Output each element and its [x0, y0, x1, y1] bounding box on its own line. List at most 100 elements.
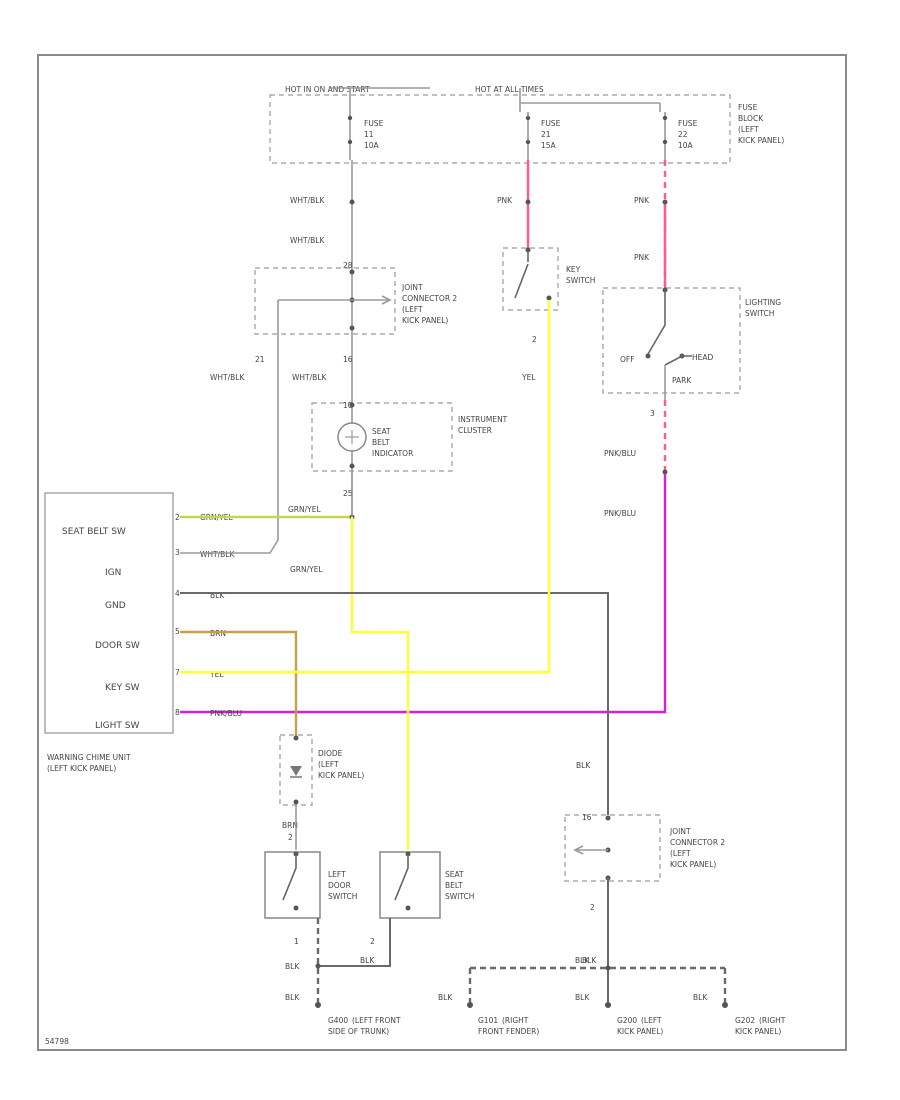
wire-label-brn: BRN [282, 821, 298, 830]
indicator-label-2: BELT [372, 438, 390, 447]
ground-g200-label-3: KICK PANEL) [617, 1027, 663, 1036]
footer-code: 54798 [45, 1037, 69, 1046]
light-sw-head: HEAD [692, 353, 714, 362]
wire-pin-16: 16 [343, 355, 353, 364]
wire-label-wht-blk-4: WHT/BLK [292, 373, 327, 382]
jc-upper-label-1: JOINT [401, 283, 423, 292]
chime-term-ign: IGN [105, 568, 121, 578]
diode-label-3: KICK PANEL) [318, 771, 364, 780]
jc-upper-label-4: KICK PANEL) [402, 316, 448, 325]
wire-label-wht-blk-2: WHT/BLK [290, 236, 325, 245]
chime-pin-2: 2 [175, 513, 180, 522]
wire-pin-2-belt: 2 [370, 937, 375, 946]
belt-switch-label-1: SEAT [445, 870, 464, 879]
ground-g400-label-1: G400 [328, 1016, 348, 1025]
fuse-block-label-4: KICK PANEL) [738, 136, 784, 145]
wire-pin-2-brn: 2 [288, 833, 293, 842]
fuse-block: HOT IN ON AND START HOT AT ALL TIMES FUS… [269, 85, 784, 164]
wire-pin-3-light: 3 [650, 409, 655, 418]
wire-label-blk-center: BLK [576, 761, 591, 770]
diode-label-1: DIODE [318, 749, 343, 758]
ground-g200: BLK G200 (LEFT KICK PANEL) [575, 993, 663, 1036]
inst-cluster-label-1: INSTRUMENT [458, 415, 508, 424]
wire-label-yel-key: YEL [521, 373, 536, 382]
ground-g101-label-3: FRONT FENDER) [478, 1027, 539, 1036]
chime-term-seat-belt-sw: SEAT BELT SW [62, 527, 126, 537]
wire-ign [180, 520, 279, 554]
diode: DIODE (LEFT KICK PANEL) [279, 734, 364, 850]
jc-upper-pin: 28 [343, 261, 353, 270]
fuse-block-label-2: BLOCK [738, 114, 764, 123]
chime-wire-yel: YEL [209, 670, 224, 679]
light-sw-label-2: SWITCH [745, 309, 774, 318]
indicator-label-3: INDICATOR [372, 449, 413, 458]
fuse-22-number: 22 [678, 130, 688, 139]
seat-belt-switch: SEAT BELT SWITCH 2 BLK BLK [285, 851, 474, 971]
chime-pin-7: 7 [175, 668, 180, 677]
wire-label-blk-door: BLK [285, 962, 300, 971]
wire-grn-yel: GRN/YEL GRN/YEL [180, 471, 410, 850]
belt-switch-label-3: SWITCH [445, 892, 474, 901]
ground-g400-wire: BLK [285, 993, 300, 1002]
light-sw-off: OFF [620, 355, 635, 364]
ground-bus [468, 965, 727, 1005]
wire-label-pnk-1: PNK [497, 196, 513, 205]
lighting-switch: OFF HEAD PARK LIGHTING SWITCH 3 [602, 287, 781, 418]
ground-g400: BLK G400 (LEFT FRONT SIDE OF TRUNK) [285, 993, 401, 1036]
chime-wire-pnk-blu: PNK/BLU [210, 709, 242, 718]
wire-label-pnk-3: PNK [634, 253, 650, 262]
jc-upper-label-3: (LEFT [402, 305, 423, 314]
wire-pin-25: 25 [343, 489, 353, 498]
wire-label-blk-belt: BLK [360, 956, 375, 965]
wire-label-grn-yel-2: GRN/YEL [290, 565, 323, 574]
fuse-21-name: FUSE [541, 119, 561, 128]
belt-switch-label-2: BELT [445, 881, 463, 890]
light-sw-park: PARK [672, 376, 692, 385]
inst-pin: 10 [343, 401, 353, 410]
chime-term-light-sw: LIGHT SW [95, 721, 139, 731]
jc-lower-label-3: (LEFT [670, 849, 691, 858]
chime-term-gnd: GND [105, 601, 126, 611]
wire-label-blk-jc2: BLK [575, 956, 590, 965]
inst-cluster-label-2: CLUSTER [458, 426, 492, 435]
ground-g200-label-2: (LEFT [641, 1016, 662, 1025]
bus-label-hot-run: HOT IN ON AND START [285, 85, 370, 94]
ground-g202-wire: BLK [693, 993, 708, 1002]
wire-label-grn-yel-1: GRN/YEL [288, 505, 321, 514]
wire-label-wht-blk-1: WHT/BLK [290, 196, 325, 205]
ground-g202-label-3: KICK PANEL) [735, 1027, 781, 1036]
wire-label-wht-blk-3: WHT/BLK [210, 373, 245, 382]
wire-wht-blk-main: WHT/BLK WHT/BLK [290, 160, 355, 520]
wire-pin-21: 21 [255, 355, 265, 364]
fuse-22: FUSE 22 10A [662, 112, 698, 160]
chime-pin-5: 5 [175, 627, 180, 636]
wire-pnk-blu: PNK/BLU PNK/BLU [180, 400, 668, 714]
jc-lower-pin: 16 [582, 813, 592, 822]
chime-wire-blk: BLK [210, 591, 225, 600]
warning-chime-unit: SEAT BELT SW IGN GND DOOR SW KEY SW LIGH… [44, 492, 242, 773]
chime-pin-3: 3 [175, 548, 180, 557]
ground-g200-wire: BLK [575, 993, 590, 1002]
wire-gnd-blk: BLK [180, 592, 609, 815]
light-sw-label-1: LIGHTING [745, 298, 781, 307]
fuse-21: FUSE 21 15A [525, 112, 561, 160]
ground-g101-label-1: G101 [478, 1016, 498, 1025]
ground-g202: BLK G202 (RIGHT KICK PANEL) [693, 993, 786, 1036]
joint-connector-lower: 16 JOINT CONNECTOR 2 (LEFT KICK PANEL) 2… [564, 813, 725, 1005]
ground-g400-label-2: (LEFT FRONT [352, 1016, 401, 1025]
chime-pin-8: 8 [175, 708, 180, 717]
jc-lower-label-1: JOINT [669, 827, 691, 836]
chime-wire-brn: BRN [210, 629, 226, 638]
ground-g101: BLK G101 (RIGHT FRONT FENDER) [438, 993, 539, 1036]
ground-g101-label-2: (RIGHT [502, 1016, 529, 1025]
fuse-21-rating: 15A [541, 141, 557, 150]
fuse-block-label-3: (LEFT [738, 125, 759, 134]
fuse-11-name: FUSE [364, 119, 384, 128]
ground-g200-label-1: G200 [617, 1016, 637, 1025]
jc-upper-label-2: CONNECTOR 2 [402, 294, 457, 303]
chime-unit-label-1: WARNING CHIME UNIT [47, 753, 131, 762]
wire-pin-1-door: 1 [294, 937, 299, 946]
chime-term-door-sw: DOOR SW [95, 641, 140, 651]
jc-lower-label-2: CONNECTOR 2 [670, 838, 725, 847]
